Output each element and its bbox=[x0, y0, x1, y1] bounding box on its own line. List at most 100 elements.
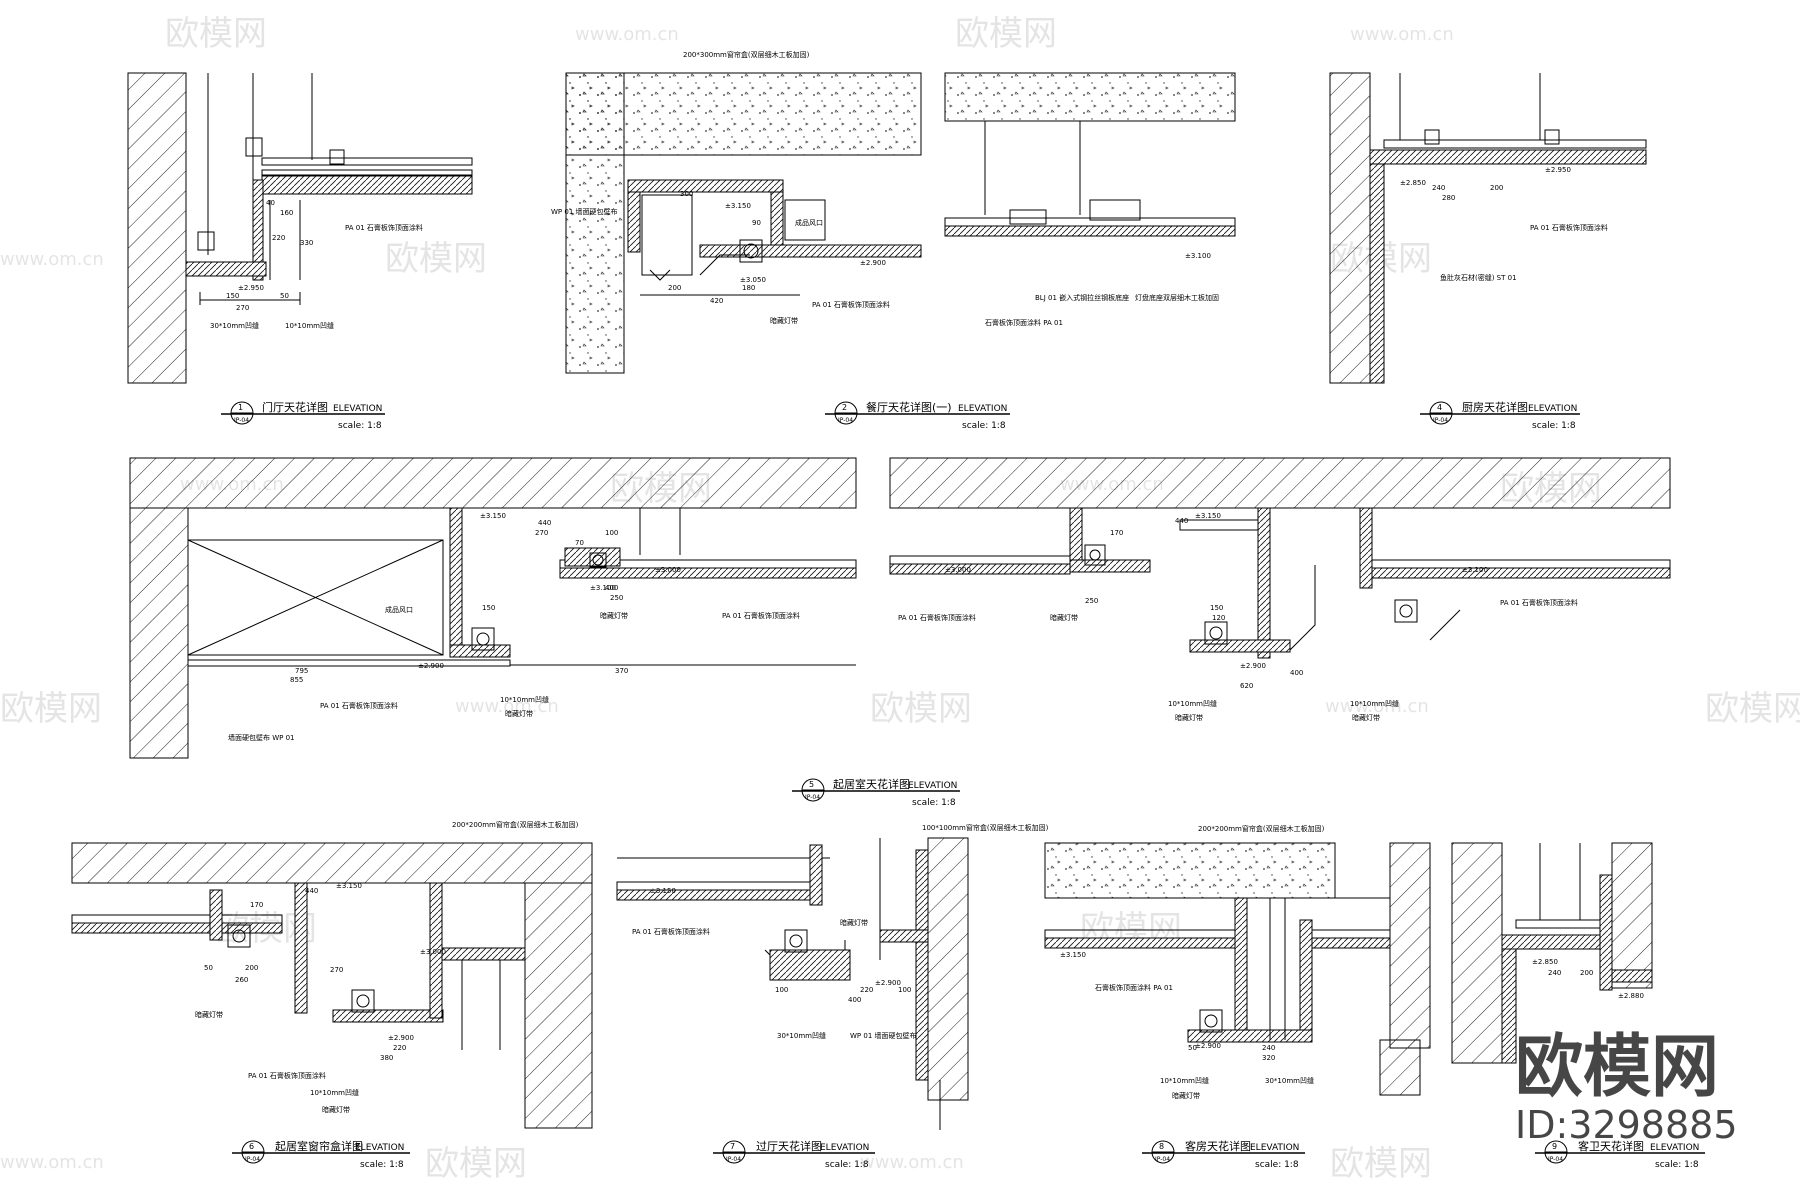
detail-2-drawing bbox=[565, 72, 922, 374]
elevation-mark: ±2.950 bbox=[1545, 166, 1571, 174]
note-curtain-box: 200*200mm窗帘盒(双层细木工板加固) bbox=[1198, 824, 1325, 833]
detail-ref: IP-04 bbox=[1548, 1156, 1563, 1163]
dimension-text: 160 bbox=[280, 209, 293, 217]
note-hidden-light: 暗藏灯带 bbox=[770, 316, 798, 325]
elevation-mark: ±2.900 bbox=[1195, 1042, 1221, 1050]
dimension-text: 240 bbox=[1432, 184, 1445, 192]
detail-scale: scale: 1:8 bbox=[338, 421, 382, 431]
detail-ref: IP-04 bbox=[1155, 1156, 1170, 1163]
watermark-logo: 欧模网 bbox=[425, 1144, 527, 1184]
detail-title: 餐厅天花详图(一) bbox=[866, 400, 952, 414]
dimension-text: 150 bbox=[226, 292, 239, 300]
elevation-mark: ±2.850 bbox=[1532, 958, 1558, 966]
detail-ref: IP-04 bbox=[805, 794, 820, 801]
note-gypsum-paint: PA 01 石膏板饰顶面涂料 bbox=[898, 613, 976, 622]
elevation-mark: ±2.900 bbox=[388, 1034, 414, 1042]
dimension-text: 70 bbox=[575, 539, 584, 547]
dimension-text: 50 bbox=[204, 964, 213, 972]
detail-en: ELEVATION bbox=[333, 404, 382, 414]
note-curtain-box: 200*300mm窗帘盒(双层细木工板加固) bbox=[683, 50, 810, 59]
watermark-logo: 欧模网 bbox=[870, 689, 972, 729]
detail-number: 1 bbox=[238, 403, 243, 412]
note-gap: 10*10mm凹缝 bbox=[1350, 699, 1399, 708]
watermark-url: www.om.cn bbox=[455, 696, 559, 717]
note-gypsum-paint: PA 01 石膏板饰顶面涂料 bbox=[1530, 223, 1608, 232]
detail-9-labels: ±2.850 ±2.880 240 200 bbox=[1532, 958, 1644, 1000]
detail-5-labels: ±3.150 ±3.000 ±3.100 ±2.900 成品风口 暗藏灯带 PA… bbox=[228, 512, 1578, 742]
detail-ref: IP-04 bbox=[1433, 417, 1448, 424]
dimension-text: 100 bbox=[775, 986, 788, 994]
detail-9-drawing bbox=[1451, 842, 1653, 1064]
detail-1-labels: ±2.950 40 160 220 330 150 270 50 PA 01 石… bbox=[210, 199, 423, 330]
elevation-mark: ±3.000 bbox=[945, 566, 971, 574]
dimension-text: 240 bbox=[1262, 1044, 1275, 1052]
note-gap: 30*10mm凹缝 bbox=[210, 321, 259, 330]
dimension-text: 620 bbox=[1240, 682, 1253, 690]
note-hidden-light: 暗藏灯带 bbox=[1172, 1091, 1200, 1100]
detail-3-drawing bbox=[944, 72, 1236, 237]
dimension-text: 260 bbox=[235, 976, 248, 984]
detail-scale: scale: 1:8 bbox=[1655, 1160, 1699, 1170]
elevation-mark: ±2.900 bbox=[860, 259, 886, 267]
elevation-mark: ±3.150 bbox=[650, 887, 676, 895]
note-stone: 鱼肚灰石材(密缝) ST 01 bbox=[1440, 273, 1517, 282]
dimension-text: 200 bbox=[245, 964, 258, 972]
brand-mark: 欧模网 ID:3298885 bbox=[1515, 1028, 1738, 1147]
dimension-text: 240 bbox=[1548, 969, 1561, 977]
detail-2-labels: 200*300mm窗帘盒(双层细木工板加固) WP 01 墙面硬包壁布 成品风口… bbox=[551, 50, 890, 325]
note-gap: 10*10mm凹缝 bbox=[1168, 699, 1217, 708]
note-embedded-base: BLJ 01 嵌入式钢拉丝钢板底座 bbox=[1035, 293, 1129, 302]
detail-scale: scale: 1:8 bbox=[912, 798, 956, 808]
dimension-text: 220 bbox=[393, 1044, 406, 1052]
dimension-text: 200 bbox=[1490, 184, 1503, 192]
dimension-text: 400 bbox=[848, 996, 861, 1004]
note-curtain-box: 100*100mm窗帘盒(双层细木工板加固) bbox=[922, 823, 1049, 832]
dimension-text: 320 bbox=[1262, 1054, 1275, 1062]
dimension-text: 170 bbox=[250, 901, 263, 909]
dimension-text: 150 bbox=[482, 604, 495, 612]
detail-number: 4 bbox=[1437, 403, 1442, 412]
note-hidden-light: 暗藏灯带 bbox=[1352, 713, 1380, 722]
dimension-text: 250 bbox=[1085, 597, 1098, 605]
watermark-url: www.om.cn bbox=[1325, 696, 1429, 717]
elevation-mark: ±2.850 bbox=[1400, 179, 1426, 187]
detail-title: 客卫天花详图 bbox=[1578, 1139, 1644, 1153]
dimension-text: 440 bbox=[305, 887, 318, 895]
note-gypsum-paint: PA 01 石膏板饰顶面涂料 bbox=[812, 300, 890, 309]
note-gypsum-paint: PA 01 石膏板饰顶面涂料 bbox=[1500, 598, 1578, 607]
dimension-text: 270 bbox=[236, 304, 249, 312]
detail-en: ELEVATION bbox=[908, 781, 957, 791]
note-hidden-light: 暗藏灯带 bbox=[322, 1105, 350, 1114]
elevation-mark: ±3.000 bbox=[655, 566, 681, 574]
elevation-mark: ±3.100 bbox=[1185, 252, 1211, 260]
watermark-url: www.om.cn bbox=[575, 24, 679, 45]
dimension-text: 400 bbox=[605, 584, 618, 592]
detail-en: ELEVATION bbox=[1650, 1143, 1699, 1153]
dimension-text: 50 bbox=[280, 292, 289, 300]
elevation-mark: ±2.900 bbox=[1240, 662, 1266, 670]
note-hidden-light: 暗藏灯带 bbox=[195, 1010, 223, 1019]
elevation-mark: ±2.950 bbox=[238, 284, 264, 292]
dimension-text: 180 bbox=[742, 284, 755, 292]
watermark-url: www.om.cn bbox=[0, 249, 104, 270]
dimension-text: 220 bbox=[272, 234, 285, 242]
title-block-1: 1 IP-04 门厅天花详图 ELEVATION scale: 1:8 bbox=[221, 400, 385, 431]
detail-ref: IP-04 bbox=[245, 1156, 260, 1163]
dimension-text: 370 bbox=[615, 667, 628, 675]
note-gap: 30*10mm凹缝 bbox=[1265, 1076, 1314, 1085]
detail-6-labels: 200*200mm窗帘盒(双层细木工板加固) ±3.150 ±3.000 ±2.… bbox=[195, 820, 579, 1114]
note-wall-cloth: WP 01 墙面硬包壁布 bbox=[850, 1031, 917, 1040]
elevation-mark: ±3.150 bbox=[336, 882, 362, 890]
note-curtain-box: 200*200mm窗帘盒(双层细木工板加固) bbox=[452, 820, 579, 829]
note-gap: 30*10mm凹缝 bbox=[777, 1031, 826, 1040]
detail-ref: IP-04 bbox=[234, 417, 249, 424]
elevation-mark: ±2.880 bbox=[1618, 992, 1644, 1000]
detail-en: ELEVATION bbox=[958, 404, 1007, 414]
watermark-url: www.om.cn bbox=[1350, 24, 1454, 45]
detail-title: 厨房天花详图 bbox=[1462, 400, 1528, 414]
dimension-text: 40 bbox=[266, 199, 275, 207]
elevation-mark: ±3.150 bbox=[1060, 951, 1086, 959]
title-block-6: 6 IP-04 起居室窗帘盒详图 ELEVATION scale: 1:8 bbox=[232, 1139, 410, 1170]
dimension-text: 50 bbox=[1188, 1044, 1197, 1052]
elevation-mark: ±3.000 bbox=[420, 948, 446, 956]
